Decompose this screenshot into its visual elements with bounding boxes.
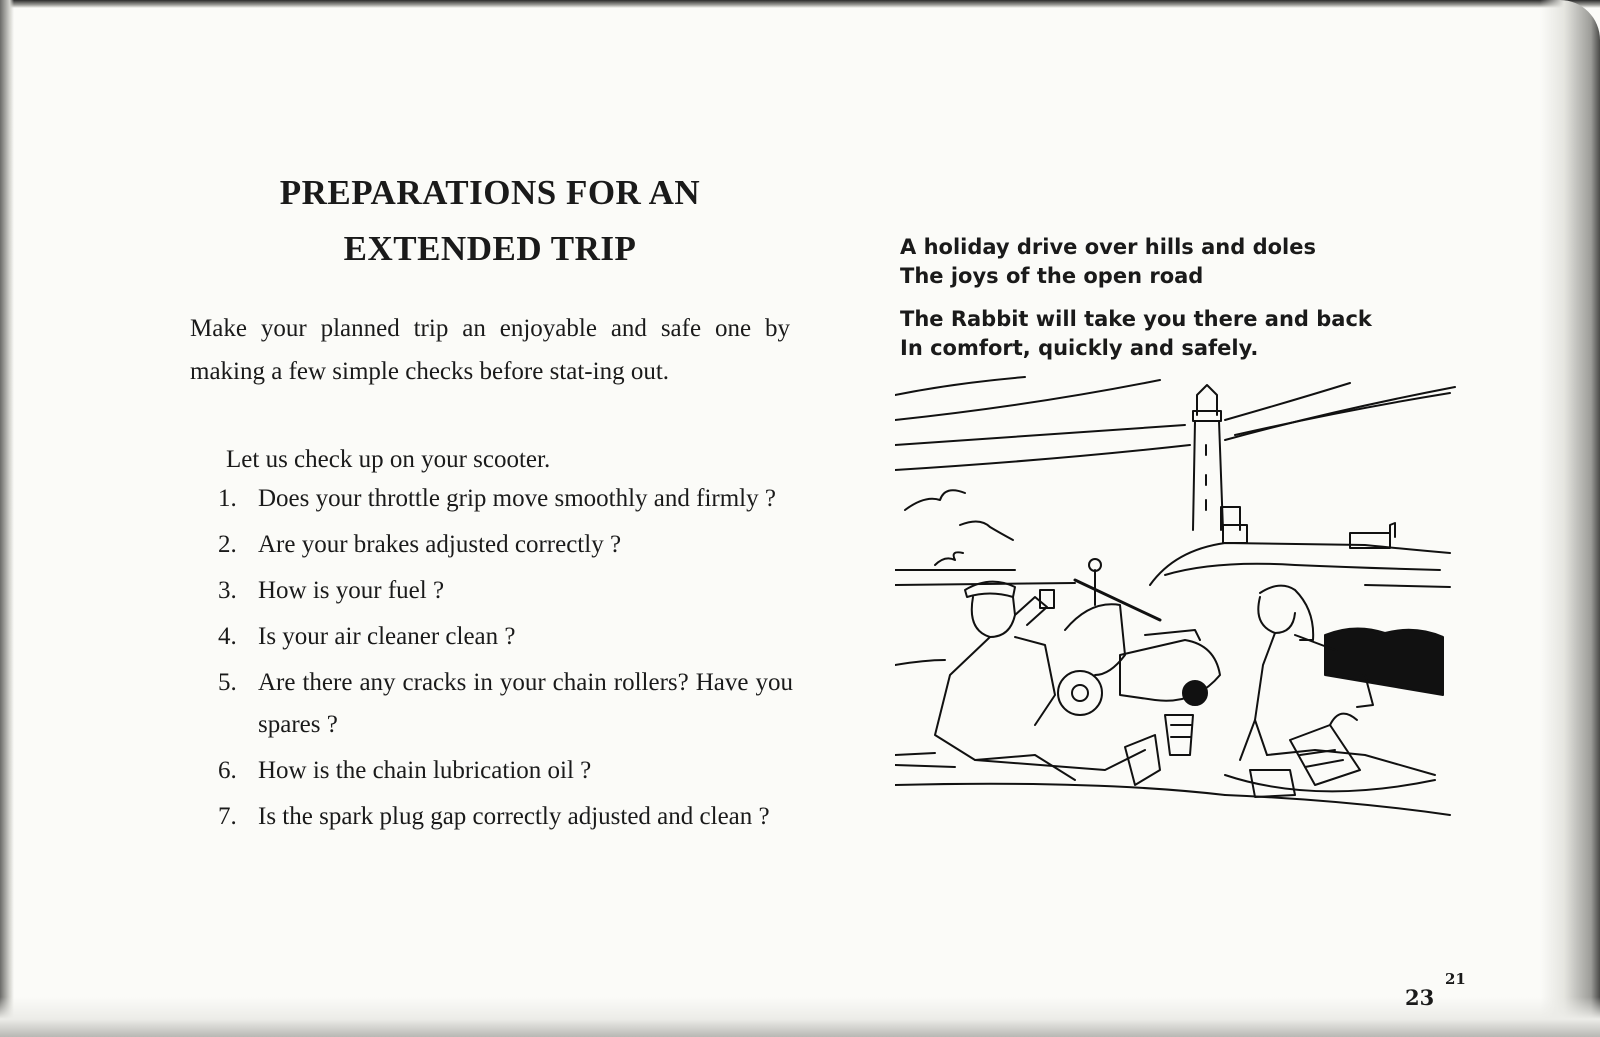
page-number-secondary: 21 bbox=[1445, 970, 1466, 988]
caption-line-4: In comfort, quickly and safely. bbox=[900, 336, 1259, 360]
caption-line-2: The joys of the open road bbox=[900, 264, 1204, 288]
list-item: 7. Is the spark plug gap correctly adjus… bbox=[218, 796, 793, 838]
list-item: 4. Is your air cleaner clean ? bbox=[218, 616, 793, 658]
page-edge-left bbox=[0, 0, 14, 1037]
page-edge-top bbox=[0, 0, 1600, 8]
illustration-caption-2: The Rabbit will take you there and back … bbox=[900, 305, 1490, 363]
intro-paragraph: Make your planned trip an enjoyable and … bbox=[190, 315, 790, 385]
caption-line-3: The Rabbit will take you there and back bbox=[900, 307, 1372, 331]
list-item-text: Are your brakes adjusted correctly ? bbox=[258, 531, 622, 558]
scooter-picnic-illustration bbox=[895, 376, 1456, 816]
list-item-number: 3. bbox=[218, 577, 237, 604]
page-edge-right bbox=[1540, 0, 1600, 1037]
list-item-number: 5. bbox=[218, 669, 237, 696]
list-item-text: How is your fuel ? bbox=[258, 577, 445, 604]
list-item-text: Does your throttle grip move smoothly an… bbox=[258, 485, 776, 512]
lead-sentence: Let us check up on your scooter. bbox=[226, 446, 551, 473]
page-title: PREPARATIONS FOR AN EXTENDED TRIP bbox=[190, 165, 790, 277]
page-edge-bottom bbox=[0, 997, 1600, 1037]
title-line-2: EXTENDED TRIP bbox=[343, 229, 637, 268]
list-item-number: 4. bbox=[218, 623, 237, 650]
list-item-number: 7. bbox=[218, 803, 237, 830]
title-line-1: PREPARATIONS FOR AN bbox=[279, 173, 701, 212]
list-item: 3. How is your fuel ? bbox=[218, 570, 793, 612]
checklist: 1. Does your throttle grip move smoothly… bbox=[218, 478, 793, 842]
list-item: 2. Are your brakes adjusted correctly ? bbox=[218, 524, 793, 566]
list-item: 5. Are there any cracks in your chain ro… bbox=[218, 662, 793, 746]
list-item-text: Is the spark plug gap correctly adjusted… bbox=[258, 803, 770, 830]
list-item-text: Are there any cracks in your chain rolle… bbox=[258, 669, 793, 738]
list-item: 6. How is the chain lubrication oil ? bbox=[218, 750, 793, 792]
list-item-number: 2. bbox=[218, 531, 237, 558]
illustration-caption-1: A holiday drive over hills and doles The… bbox=[900, 233, 1490, 291]
page-number: 23 bbox=[1405, 985, 1435, 1010]
list-item-number: 6. bbox=[218, 757, 237, 784]
caption-line-1: A holiday drive over hills and doles bbox=[900, 235, 1316, 259]
list-item: 1. Does your throttle grip move smoothly… bbox=[218, 478, 793, 520]
list-item-number: 1. bbox=[218, 485, 237, 512]
list-item-text: Is your air cleaner clean ? bbox=[258, 623, 516, 650]
list-item-text: How is the chain lubrication oil ? bbox=[258, 757, 592, 784]
